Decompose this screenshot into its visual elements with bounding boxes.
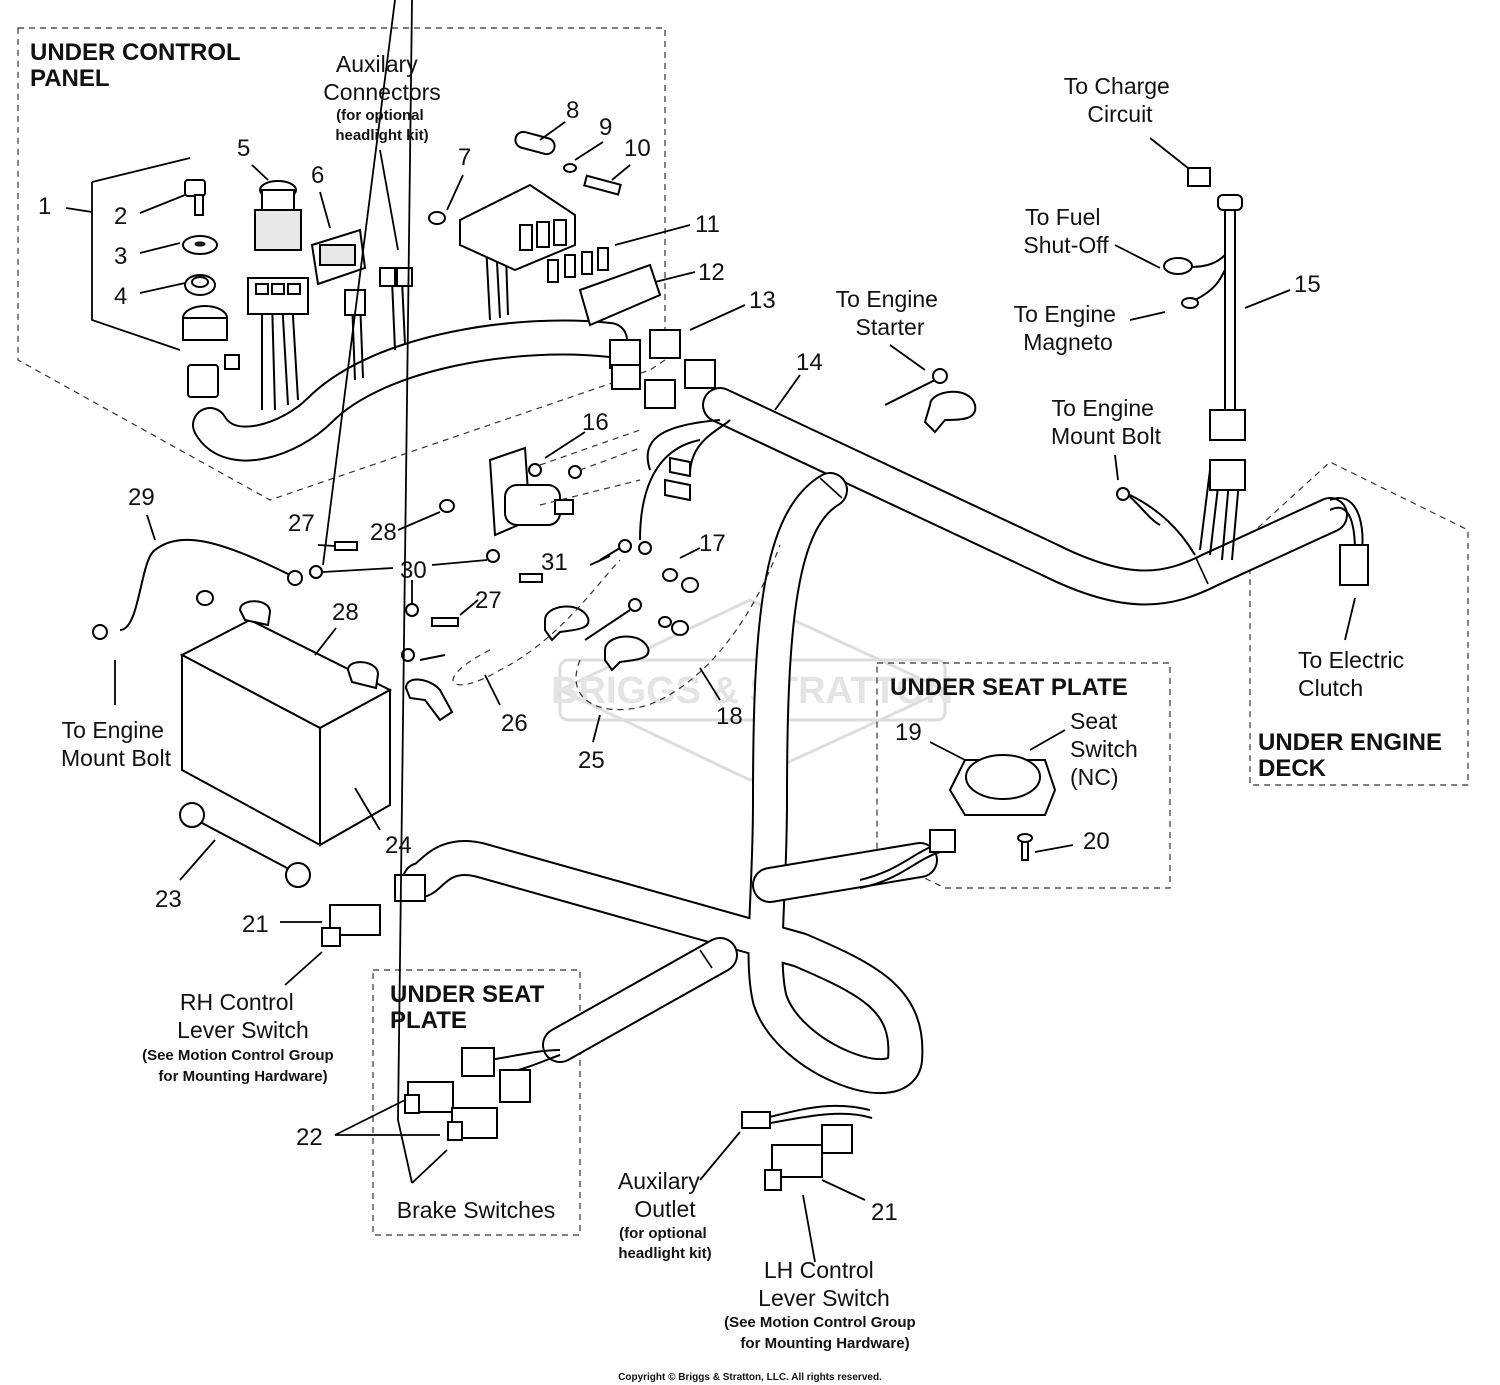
part-number: 4 — [114, 283, 127, 310]
ignition-key — [184, 179, 206, 216]
callout-auxiliary-outlet: Auxilary Outlet — [618, 1168, 706, 1222]
part-number: 22 — [296, 1124, 323, 1151]
part-number: 24 — [385, 832, 412, 859]
part-number: 28 — [332, 599, 359, 626]
region-label-under-seat-plate-right: UNDER SEAT PLATE — [890, 674, 1128, 701]
starter-cable — [884, 368, 977, 434]
copyright-notice: Copyright © Briggs & Stratton, LLC. All … — [618, 1372, 882, 1383]
callout-to-engine-starter: To Engine Starter — [836, 286, 945, 340]
ignition-nut — [184, 274, 216, 296]
callout-to-engine-magneto: To Engine Magneto — [1014, 301, 1123, 355]
callout-auxiliary-outlet-note: (for optional headlight kit) — [618, 1225, 711, 1262]
part-number: 13 — [749, 287, 776, 314]
ignition-cap — [182, 235, 218, 255]
part-number: 20 — [1083, 828, 1110, 855]
seat-switch-screw — [1017, 833, 1033, 861]
part-number: 14 — [796, 349, 823, 376]
part-number: 23 — [155, 886, 182, 913]
part-numbers: 1 2 3 4 5 6 7 8 9 10 11 12 13 14 15 16 1… — [38, 97, 1321, 1226]
callout-to-fuel-shutoff: To Fuel Shut-Off — [1023, 204, 1109, 258]
part-number: 15 — [1294, 271, 1321, 298]
harness-connectors — [609, 329, 716, 409]
part-number: 8 — [566, 97, 579, 124]
callout-to-engine-mount-bolt-left: To Engine Mount Bolt — [61, 717, 172, 771]
auxiliary-outlet-connector — [741, 1111, 771, 1129]
auxiliary-connectors — [379, 267, 413, 287]
part-number: 19 — [895, 719, 922, 746]
part-number: 12 — [698, 259, 725, 286]
part-number: 5 — [237, 135, 250, 162]
part-number: 27 — [288, 510, 315, 537]
fuse-block — [428, 130, 662, 327]
part-number: 21 — [242, 911, 269, 938]
region-label-under-control-panel: UNDER CONTROL PANEL — [30, 39, 247, 92]
branch-wires — [261, 210, 1364, 1125]
main-harness — [192, 319, 1348, 1095]
part-number: 27 — [475, 587, 502, 614]
part-number: 17 — [699, 530, 726, 557]
part-number: 21 — [871, 1199, 898, 1226]
leader-lines — [65, 0, 1356, 1263]
part-number: 30 — [400, 557, 427, 584]
watermark-logo: BRIGGS & STRATTON — [551, 598, 953, 782]
starter-solenoid — [488, 429, 641, 537]
electric-clutch-connector — [1339, 544, 1369, 586]
region-label-under-engine-deck: UNDER ENGINE DECK — [1258, 729, 1449, 782]
part-number: 29 — [128, 484, 155, 511]
ignition-switch — [182, 305, 240, 398]
brake-switches — [404, 1047, 531, 1141]
seat-switch — [929, 754, 1057, 853]
part-number: 6 — [311, 162, 324, 189]
part-number: 18 — [716, 703, 743, 730]
battery-cables — [92, 456, 781, 722]
callout-lh-note: (See Motion Control Group for Mounting H… — [724, 1314, 920, 1352]
part-number: 2 — [114, 203, 127, 230]
callout-auxiliary-connectors: Auxilary Connectors — [323, 51, 441, 105]
rh-control-lever-switch — [321, 874, 426, 947]
callout-to-engine-mount-bolt-right: To Engine Mount Bolt — [1051, 395, 1162, 449]
part-number: 10 — [624, 135, 651, 162]
charge-circuit-connector — [1116, 167, 1246, 501]
part-number: 1 — [38, 193, 51, 220]
lh-control-lever-switch — [764, 1124, 853, 1191]
callout-brake-switches: Brake Switches — [397, 1197, 556, 1223]
battery — [179, 590, 393, 847]
callout-seat-switch: Seat Switch (NC) — [1070, 708, 1144, 790]
part-number: 31 — [541, 549, 568, 576]
region-box-under-control-panel — [17, 27, 666, 501]
region-box-under-seat-plate-left — [372, 969, 581, 1236]
callout-to-charge-circuit: To Charge Circuit — [1064, 73, 1177, 127]
pto-switch — [247, 180, 309, 315]
part-number: 11 — [695, 211, 720, 238]
part-number: 28 — [370, 519, 397, 546]
part-number: 9 — [599, 114, 612, 141]
part-number: 26 — [501, 710, 528, 737]
part-number: 16 — [582, 409, 609, 436]
region-box-under-seat-plate-right — [876, 662, 1171, 889]
callout-rh-note: (See Motion Control Group for Mounting H… — [142, 1047, 338, 1085]
callout-rh-control-lever-switch: RH Control Lever Switch — [177, 989, 309, 1043]
callout-auxiliary-connectors-note: (for optional headlight kit) — [335, 107, 428, 144]
callout-lh-control-lever-switch: LH Control Lever Switch — [758, 1257, 890, 1311]
callout-to-electric-clutch: To Electric Clutch — [1298, 647, 1410, 701]
battery-strap — [179, 802, 311, 888]
region-box-under-engine-deck — [1249, 461, 1469, 786]
region-label-under-seat-plate-left: UNDER SEAT PLATE — [390, 981, 551, 1034]
watermark-text: BRIGGS & STRATTON — [551, 670, 953, 712]
hour-meter — [310, 228, 367, 316]
part-number: 7 — [458, 144, 471, 171]
part-number: 3 — [114, 243, 127, 270]
part-number: 25 — [578, 747, 605, 774]
